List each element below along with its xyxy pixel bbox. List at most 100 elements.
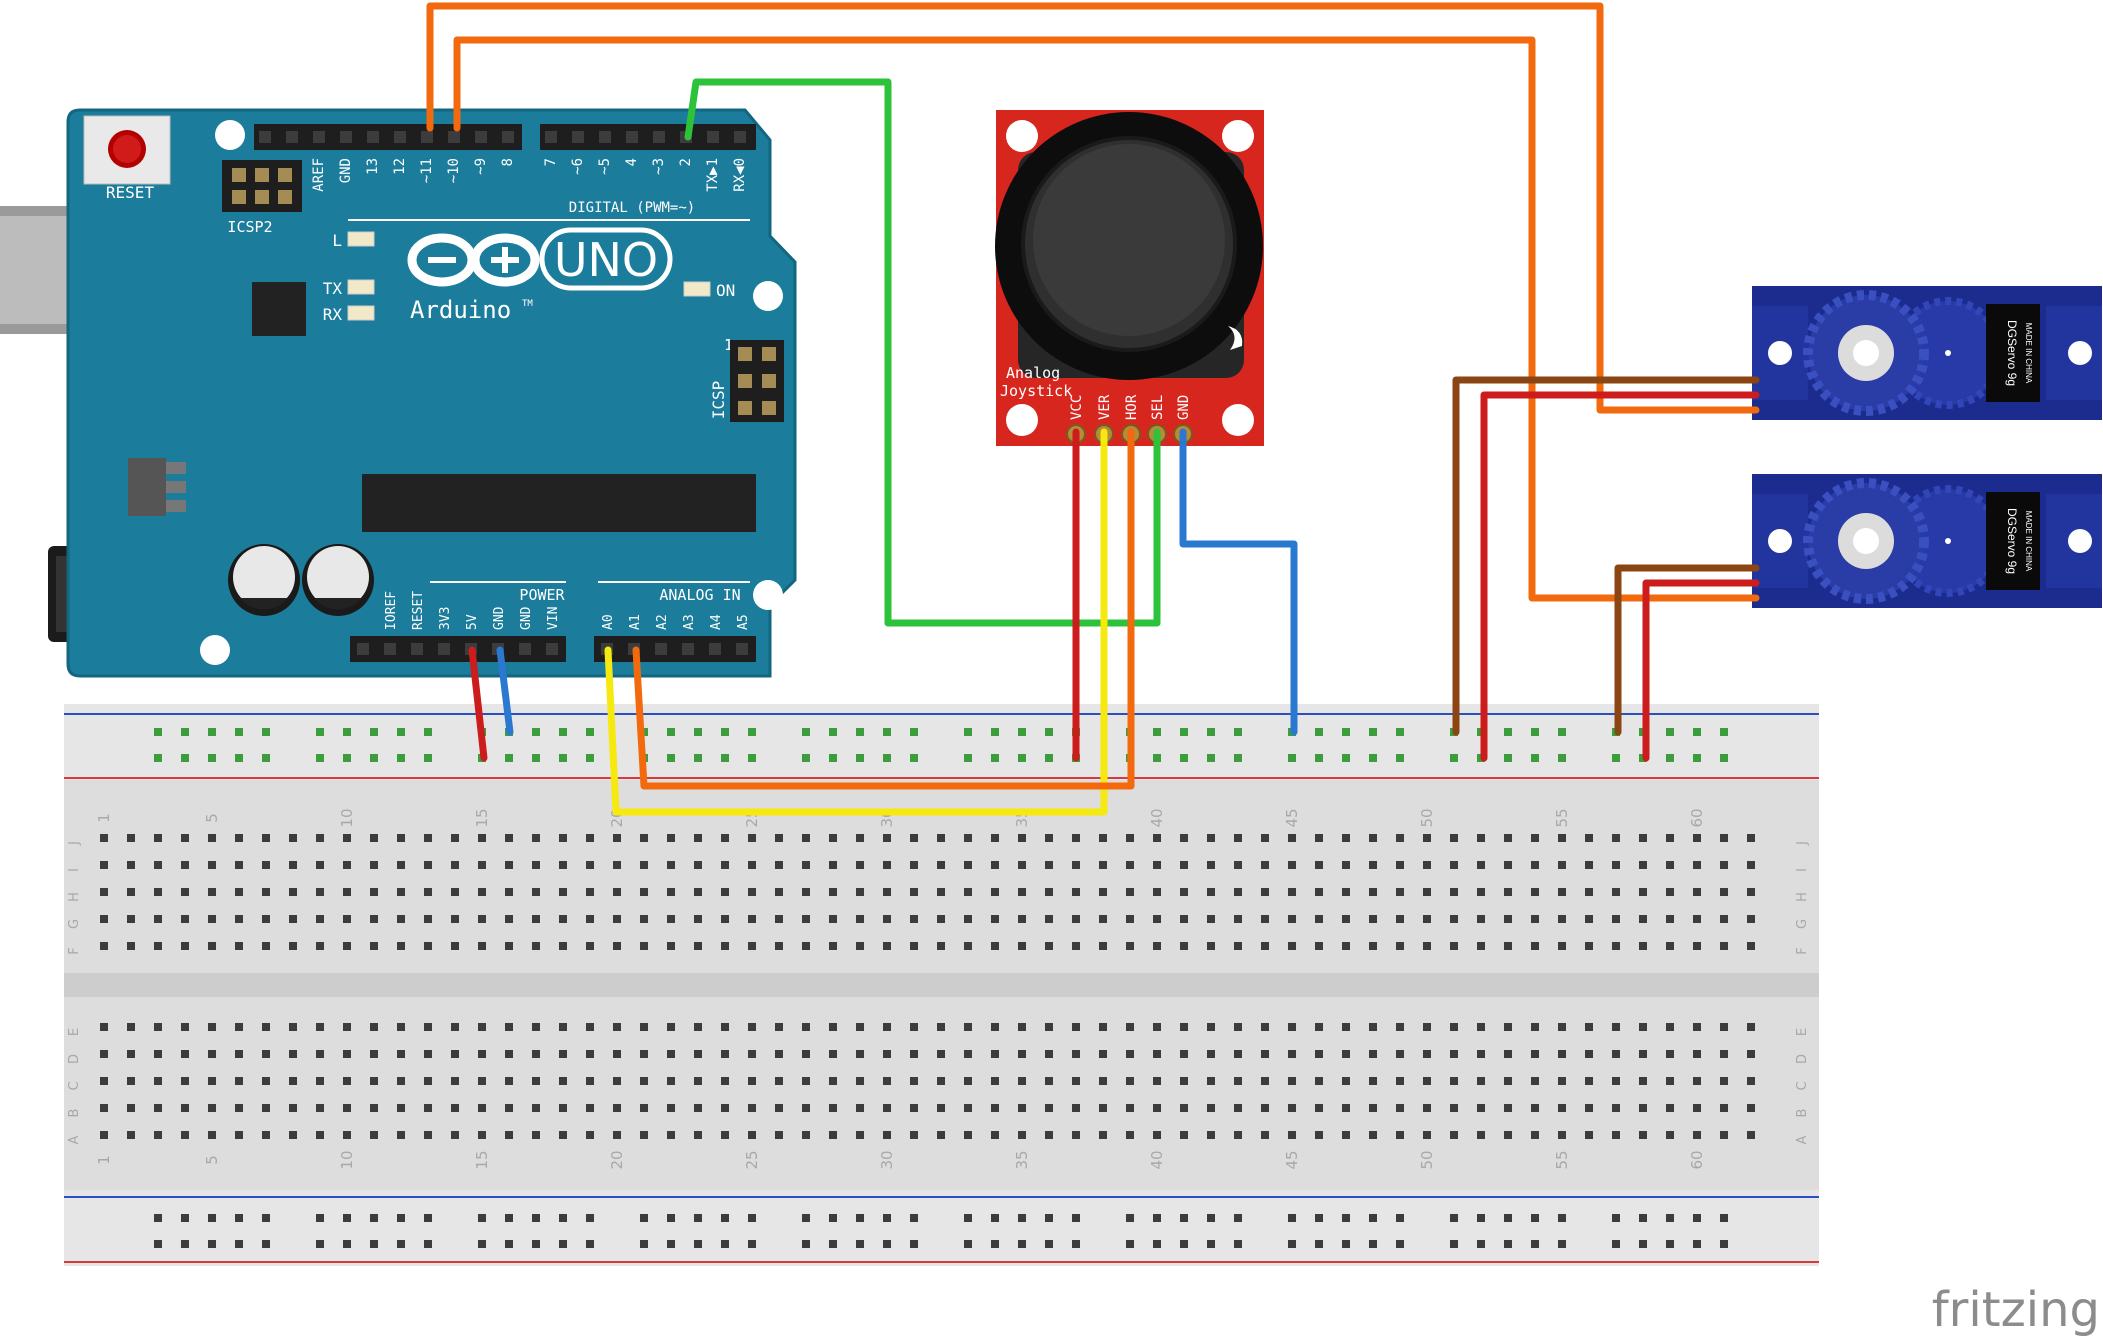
column-number-bottom: 40 (1148, 1150, 1166, 1169)
digital-pin-label: RX◀0 (732, 158, 748, 192)
joystick-pin-label: VER (1097, 394, 1113, 420)
row-letter: C (67, 1081, 82, 1090)
column-number-bottom: 1 (95, 1155, 113, 1165)
analog-pin-label: A1 (628, 614, 643, 630)
digital-pin-label: AREF (311, 158, 327, 192)
row-letter: H (1795, 892, 1810, 902)
column-number-top: 1 (95, 813, 113, 823)
wire-pin10-servo2 (453, 36, 1760, 602)
capacitor-icon (228, 544, 374, 616)
power-pin-label: IOREF (384, 591, 399, 630)
row-letter: A (1795, 1135, 1810, 1144)
column-number-top: 45 (1283, 808, 1301, 827)
column-number-top: 55 (1553, 808, 1571, 827)
servo-origin-label: MADE IN CHINA (2024, 323, 2033, 384)
led-rx-label: RX (323, 305, 343, 324)
row-letter: J (1795, 841, 1810, 846)
row-letter: I (1795, 868, 1810, 872)
column-number-bottom: 20 (608, 1150, 626, 1169)
icsp2-label: ICSP2 (227, 218, 272, 236)
column-number-top: 5 (203, 813, 221, 823)
column-number-top: 50 (1418, 808, 1436, 827)
led-on-label: ON (716, 281, 735, 300)
column-number-top: 60 (1688, 808, 1706, 827)
analog-pin-label: A4 (709, 614, 724, 630)
wire-gnd-arduino (496, 646, 514, 736)
column-number-bottom: 45 (1283, 1150, 1301, 1169)
icsp-label: ICSP (709, 381, 728, 420)
fritzing-watermark: fritzing (1932, 1282, 2100, 1338)
digital-pin-label: 7 (543, 158, 559, 166)
column-number-bottom: 10 (338, 1150, 356, 1169)
digital-label: DIGITAL (PWM=~) (569, 200, 695, 216)
column-number-bottom: 35 (1013, 1150, 1031, 1169)
digital-pin-label: ~11 (419, 158, 435, 183)
column-number-bottom: 15 (473, 1150, 491, 1169)
power-pin-label: 5V (465, 614, 480, 630)
row-letter: C (1795, 1081, 1810, 1090)
power-pin-label: GND (492, 606, 507, 630)
column-number-bottom: 5 (203, 1155, 221, 1165)
led-tx-label: TX (323, 279, 343, 298)
digital-pin-label: 4 (624, 158, 640, 166)
uno-label: UNO (554, 233, 658, 287)
row-letter: F (1795, 947, 1810, 954)
wire-pin2-sel (684, 78, 1161, 627)
digital-pin-label: 13 (365, 158, 381, 175)
row-letter: E (1795, 1028, 1810, 1036)
row-letter: G (67, 919, 82, 929)
breadboard: 1155101015152020252530303535404045455050… (64, 704, 1819, 1266)
breadboard-holes (100, 728, 1755, 1248)
power-pin-labels: IOREF RESET 3V3 5V GND GND VIN (384, 591, 561, 630)
joystick-pin-label: HOR (1124, 394, 1140, 420)
column-number-bottom: 55 (1553, 1150, 1571, 1169)
analog-pin-label: A5 (736, 614, 751, 630)
servo-brand-label: DGServo 9g (2005, 320, 2019, 386)
analog-pin-label: A0 (601, 614, 616, 630)
column-number-bottom: 30 (878, 1150, 896, 1169)
wire-5v-rail (468, 646, 488, 762)
column-number-bottom: 50 (1418, 1150, 1436, 1169)
digital-pin-label: 8 (500, 158, 516, 166)
trademark-label: TM (522, 299, 533, 309)
column-number-top: 40 (1148, 808, 1166, 827)
digital-pin-label: ~3 (651, 158, 667, 175)
wire-servo2-vcc (1642, 579, 1760, 762)
row-letter: A (67, 1135, 82, 1144)
digital-pin-label: ~5 (597, 158, 613, 175)
row-letter: G (1795, 919, 1810, 929)
joystick-title-line2: Joystick (1000, 382, 1072, 400)
power-pin-label: 3V3 (438, 607, 453, 630)
reset-label: RESET (106, 183, 155, 202)
power-pin-label: GND (519, 606, 534, 630)
wire-ver-a0 (604, 428, 1108, 816)
row-letter: D (67, 1054, 82, 1064)
icsp-pin1-label: 1 (724, 336, 733, 354)
row-letter: H (67, 892, 82, 902)
flame-logo-icon (1228, 326, 1243, 350)
led-l-label: L (332, 231, 342, 250)
digital-pin-label: ~6 (570, 158, 586, 175)
row-letter: I (67, 868, 82, 872)
row-letter: F (67, 947, 82, 954)
digital-pin-label: ~10 (446, 158, 462, 183)
wire-servo1-vcc (1480, 391, 1760, 762)
digital-pin-label: 12 (392, 158, 408, 175)
power-pin-label: VIN (546, 607, 561, 630)
servo-1: DGServo 9g MADE IN CHINA (1752, 286, 2102, 420)
power-label: POWER (519, 586, 565, 604)
digital-pin-label: TX▶1 (705, 158, 721, 192)
row-letter: B (1795, 1109, 1810, 1118)
joystick-pin-label: SEL (1150, 395, 1166, 420)
servo-origin-label: MADE IN CHINA (2024, 511, 2033, 572)
power-pin-label: RESET (411, 591, 426, 630)
digital-pin-label: GND (338, 158, 354, 183)
column-number-bottom: 25 (743, 1150, 761, 1169)
analog-pin-label: A3 (682, 614, 697, 630)
wire-gnd-rail (1179, 428, 1298, 736)
